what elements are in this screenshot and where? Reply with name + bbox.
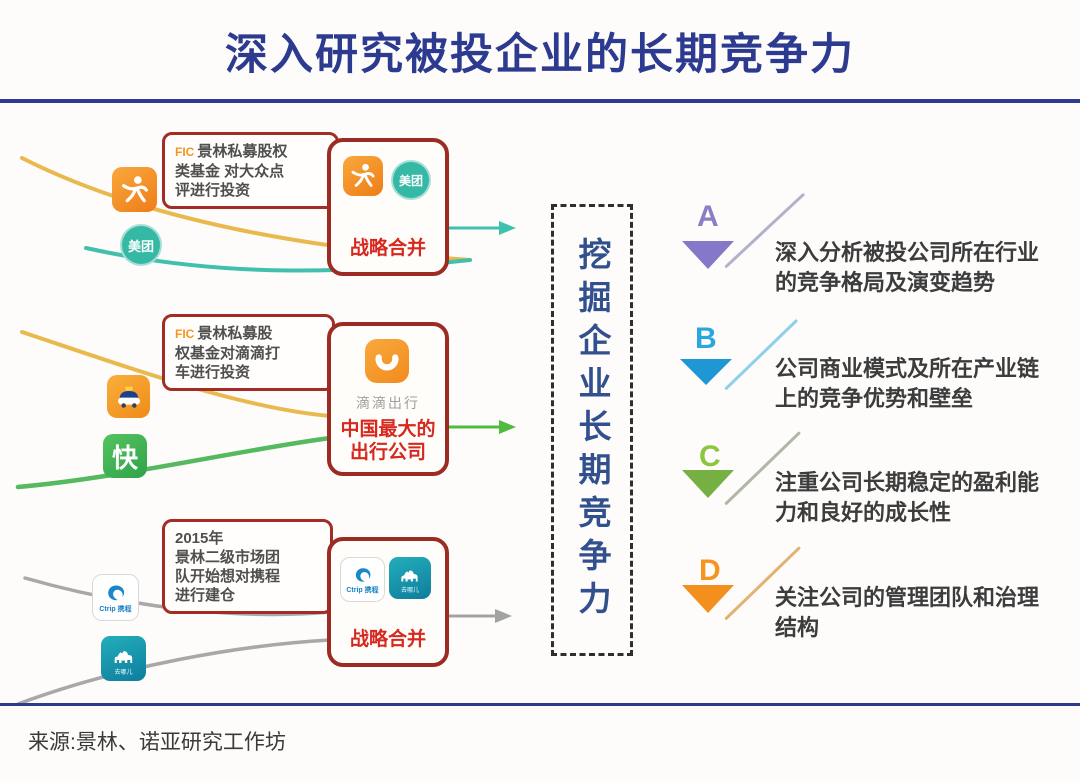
point-a-text: 深入分析被投公司所在行业 的竞争格局及演变趋势 — [775, 238, 1075, 298]
letter-a: A — [697, 200, 719, 233]
qunar-camel-icon — [401, 570, 418, 582]
ctrip-caption: Ctrip 携程 — [99, 605, 132, 613]
letter-c: C — [699, 440, 721, 473]
ctrip-dolphin-icon — [355, 567, 370, 582]
note3-line4: 进行建仓 — [175, 587, 236, 604]
center-goal-text: 挖掘企业长期竞争力 — [574, 236, 611, 624]
arrow-teal-head — [499, 221, 516, 235]
ctrip-dolphin-icon — [107, 585, 124, 600]
strategic-merge-label-top: 战略合并 — [349, 238, 426, 259]
note2-prefix: FIC — [175, 327, 195, 341]
didi-claim-line2: 出行公司 — [349, 442, 426, 463]
point-b-line2: 上的竞争优势和壁垒 — [775, 386, 974, 411]
merge-box-ctrip-qunar: Ctrip 携程 去哪儿 战略合并 — [327, 537, 449, 667]
dianping-figure-icon — [351, 163, 375, 187]
title-rule — [0, 99, 1080, 103]
point-d-line2: 结构 — [775, 615, 820, 640]
curve-green-kuaidi — [15, 435, 333, 490]
point-d-text: 关注公司的管理团队和治理 结构 — [775, 583, 1075, 643]
letter-d: D — [699, 554, 721, 587]
didi-smile-icon — [375, 354, 399, 371]
point-c-text: 注重公司长期稳定的盈利能 力和良好的成长性 — [775, 468, 1075, 528]
arrow-gray-head — [495, 609, 512, 623]
qunar-icon: 去哪儿 — [101, 636, 146, 681]
point-a-line2: 的竞争格局及演变趋势 — [775, 270, 996, 295]
center-goal-box: 挖掘企业长期竞争力 — [551, 204, 633, 656]
didi-dache-taxi-icon — [107, 375, 150, 418]
kuaidi-label: 快 — [111, 442, 138, 473]
dianping-small-icon — [343, 156, 383, 196]
didi-result-box: 滴滴出行 中国最大的 出行公司 — [327, 322, 449, 476]
point-b-text: 公司商业模式及所在产业链 上的竞争优势和壁垒 — [775, 354, 1075, 414]
note3-line1: 2015年 — [175, 530, 224, 547]
didi-claim-line1: 中国最大的 — [340, 419, 436, 440]
note2-line1: 景林私募股 — [197, 325, 273, 342]
point-c-line1: 注重公司长期稳定的盈利能 — [775, 470, 1040, 495]
strategic-merge-label-bottom: 战略合并 — [349, 629, 426, 650]
point-c-line2: 力和良好的成长性 — [775, 500, 952, 525]
didi-icon — [365, 339, 409, 383]
note1-line3: 评进行投资 — [175, 182, 251, 199]
ctrip-icon: Ctrip 携程 — [92, 574, 139, 621]
page-title: 深入研究被投企业的长期竞争力 — [225, 31, 855, 79]
meituan-label: 美团 — [398, 173, 423, 188]
note1-line1: 景林私募股权 — [197, 143, 288, 160]
triangle-c-icon — [682, 470, 734, 498]
point-a-line1: 深入分析被投公司所在行业 — [775, 240, 1040, 265]
qunar-small-icon: 去哪儿 — [389, 557, 431, 599]
point-d-line1: 关注公司的管理团队和治理 — [775, 585, 1040, 610]
kuaidi-icon: 快 — [103, 434, 147, 478]
meituan-icon: 美团 — [120, 224, 162, 266]
footer-rule — [0, 703, 1080, 706]
note1-line2: 类基金 对大众点 — [175, 163, 285, 180]
note3-line3: 队开始想对携程 — [175, 568, 281, 585]
note3-line2: 景林二级市场团 — [175, 549, 281, 566]
triangle-d-icon — [682, 585, 734, 613]
qunar-caption: 去哪儿 — [400, 588, 419, 594]
note2-line2: 权基金对滴滴打 — [175, 345, 281, 362]
taxi-glyph-icon — [117, 386, 140, 408]
note2-line3: 车进行投资 — [175, 364, 251, 381]
triangle-b-icon — [680, 359, 732, 385]
meituan-label: 美团 — [127, 238, 154, 254]
merge-box-meituan-dianping: 美团 战略合并 — [327, 138, 449, 276]
qunar-caption: 去哪儿 — [114, 669, 133, 676]
ctrip-caption: Ctrip 携程 — [346, 586, 379, 594]
dianping-icon — [112, 167, 157, 212]
arrow-green-head — [499, 420, 516, 434]
ctrip-small-icon: Ctrip 携程 — [340, 557, 385, 602]
note1-prefix: FIC — [175, 145, 195, 159]
meituan-small-icon: 美团 — [391, 160, 431, 200]
point-b-line1: 公司商业模式及所在产业链 — [775, 356, 1040, 381]
dianping-figure-icon — [121, 175, 148, 202]
note-box-ctrip: 2015年 景林二级市场团 队开始想对携程 进行建仓 — [162, 519, 333, 614]
curve-gray-qunar — [16, 638, 332, 706]
didi-brand-label: 滴滴出行 — [356, 395, 420, 411]
qunar-camel-icon — [114, 650, 132, 663]
source-caption: 来源:景林、诺亚研究工作坊 — [28, 731, 286, 754]
letter-b: B — [695, 322, 717, 355]
